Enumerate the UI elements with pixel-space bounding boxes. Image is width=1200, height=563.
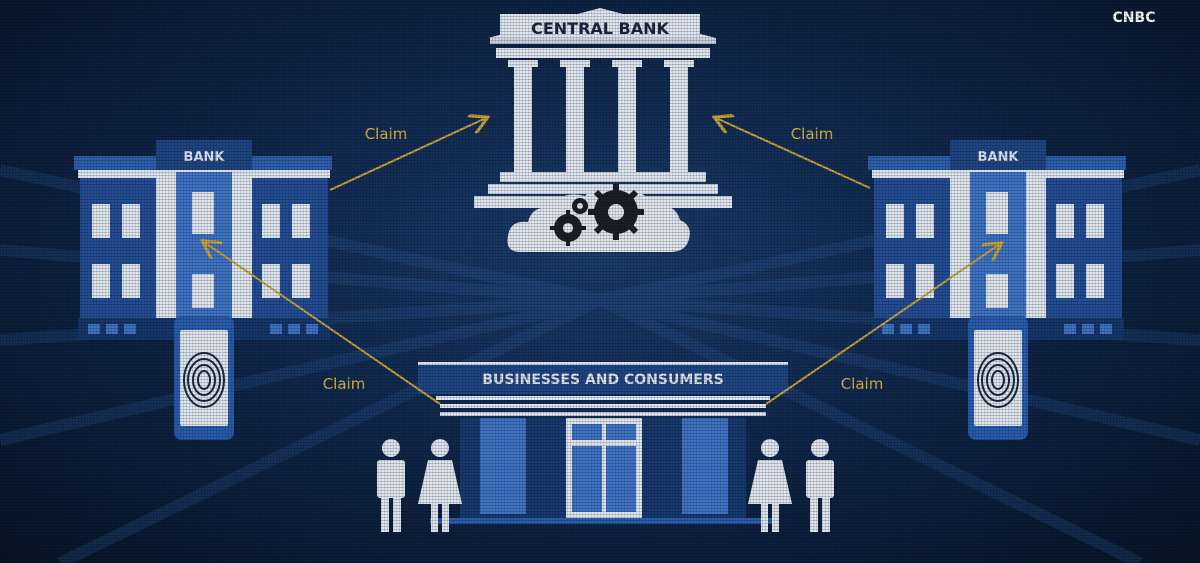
arrow-businesses-to-left-bank: [204, 242, 441, 405]
left-bank-label: BANK: [184, 150, 226, 165]
man-icon: [377, 439, 405, 532]
businesses-building: [418, 362, 788, 524]
arrow-businesses-to-right-bank: [765, 244, 1000, 405]
fingerprint-icon: [977, 352, 1019, 408]
left-phone: [174, 316, 234, 440]
claim-label-left-bottom: Claim: [323, 375, 366, 393]
central-bank-building: [474, 8, 732, 252]
claim-label-left-top: Claim: [365, 125, 408, 143]
left-bank-building: [74, 140, 332, 342]
woman-icon: [418, 439, 462, 532]
claim-label-right-top: Claim: [791, 125, 834, 143]
woman-icon: [748, 439, 792, 532]
right-phone: [968, 316, 1028, 440]
arrow-left-bank-to-central: [329, 118, 486, 191]
claim-label-right-bottom: Claim: [841, 375, 884, 393]
right-bank-label: BANK: [978, 150, 1020, 165]
fingerprint-icon: [183, 352, 225, 408]
right-bank-building: [868, 140, 1126, 342]
man-icon: [806, 439, 834, 532]
cnbc-logo: CNBC: [1113, 10, 1156, 26]
arrow-right-bank-to-central: [716, 118, 871, 189]
businesses-label: BUSINESSES AND CONSUMERS: [482, 372, 723, 388]
gears-icon: [550, 184, 644, 246]
central-bank-label: CENTRAL BANK: [531, 19, 669, 38]
